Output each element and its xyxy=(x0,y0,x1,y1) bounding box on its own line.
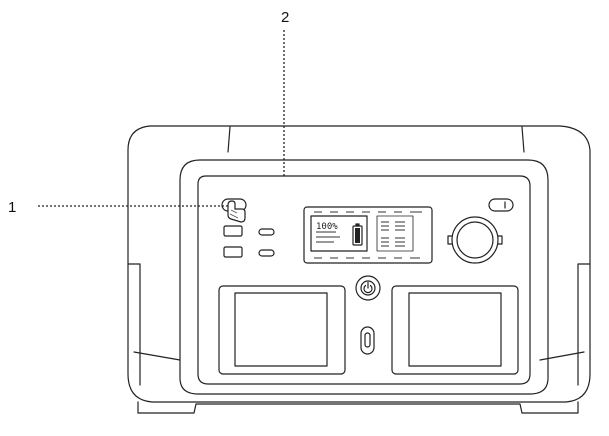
ac-outlet-right xyxy=(408,292,502,367)
finger-icon xyxy=(227,200,246,223)
usb-c-port-1 xyxy=(258,228,275,236)
power-icon xyxy=(363,281,373,294)
housing-outline xyxy=(127,125,591,403)
housing-side-step-right xyxy=(577,263,591,386)
lcd-screen xyxy=(310,215,368,252)
front-panel-inner xyxy=(197,175,531,385)
power-button-ring xyxy=(355,275,381,301)
ac-outlet-left xyxy=(234,292,328,367)
ac-outlet-left-frame xyxy=(218,285,346,375)
usb-a-port-1 xyxy=(223,225,243,237)
callout-label-1: 1 xyxy=(8,199,17,216)
lcd-status-icons xyxy=(314,211,422,259)
dc-car-outlet-icon xyxy=(451,216,499,264)
flashlight-icon xyxy=(360,326,375,355)
usb-a-port-2 xyxy=(223,246,243,258)
housing-bottom-lip xyxy=(137,401,579,414)
lcd-display-frame xyxy=(303,206,433,264)
front-panel-outer xyxy=(179,159,549,395)
callout-label-2: 2 xyxy=(281,9,290,26)
battery-percent-text: 100% xyxy=(316,222,338,232)
housing-lower-seam-right xyxy=(539,351,585,361)
battery-icon xyxy=(352,223,363,246)
housing-top-seam xyxy=(227,126,525,153)
housing-lower-seam-left xyxy=(133,351,181,361)
lcd-readout-right xyxy=(376,215,414,252)
dc-power-button xyxy=(488,198,514,212)
ac-outlet-right-frame xyxy=(391,285,519,375)
usb-c-port-2 xyxy=(258,249,275,257)
housing-side-step-left xyxy=(127,263,141,386)
